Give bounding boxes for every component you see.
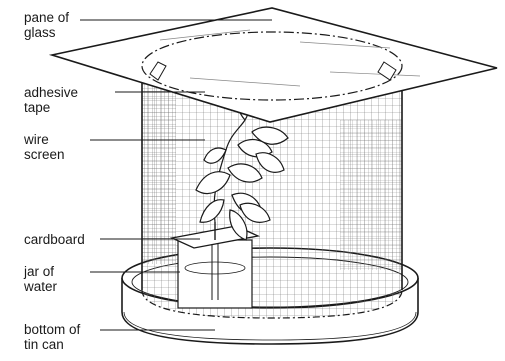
label-cardboard: cardboard (24, 232, 85, 247)
label-pane-of-glass: pane of glass (24, 10, 69, 40)
label-bottom-of-tin-can: bottom of tin can (24, 322, 80, 352)
pane-of-glass (52, 8, 497, 122)
label-wire-screen: wire screen (24, 132, 65, 162)
label-adhesive-tape: adhesive tape (24, 85, 78, 115)
label-jar-of-water: jar of water (24, 264, 57, 294)
